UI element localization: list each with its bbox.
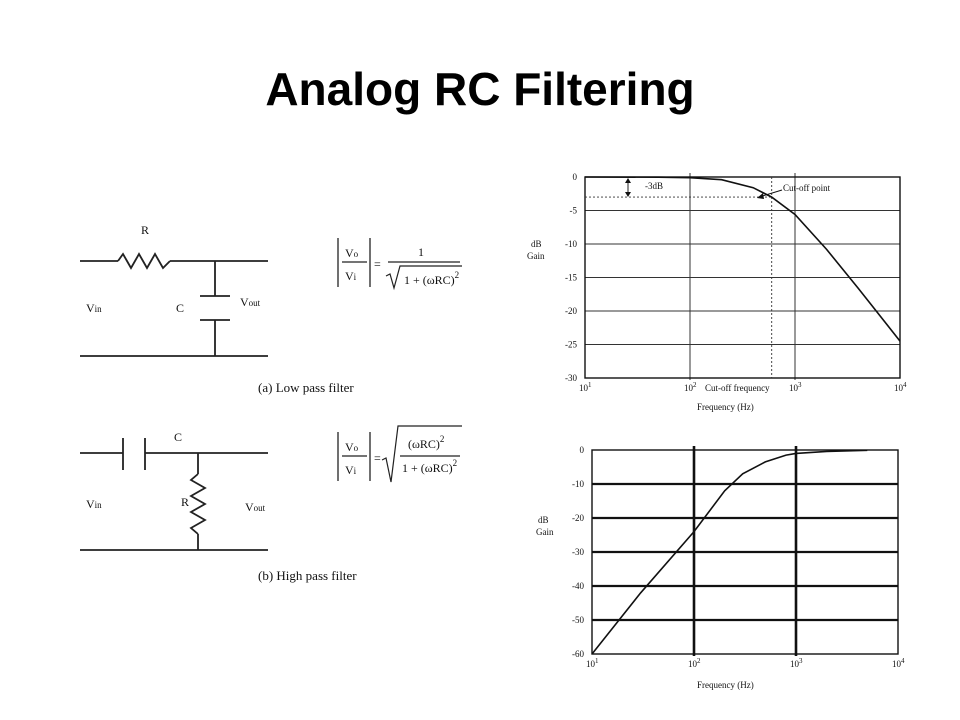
low-pass-circuit: R C Vin Vout (a) Low pass filter Vo Vi =… — [80, 223, 462, 395]
svg-text:1: 1 — [418, 245, 424, 259]
hp-xtick-label: 101 — [586, 657, 599, 669]
hp-y-ticks: 0 -10 -20 -30 -40 -50 -60 — [572, 445, 585, 659]
lp-ylabel-1: dB — [531, 239, 542, 249]
hp-r-label: R — [181, 495, 189, 509]
resistor-symbol — [117, 252, 171, 270]
hp-xtick-label: 104 — [892, 657, 905, 669]
lp-cutoff-point-label: Cut-off point — [783, 183, 831, 193]
hp-ytick-label: -60 — [572, 649, 584, 659]
lp-caption: (a) Low pass filter — [258, 380, 354, 395]
resistor-symbol-vertical — [189, 473, 207, 535]
lp-r-label: R — [141, 223, 149, 237]
hp-vin-label: Vin — [86, 497, 102, 511]
lp-c-label: C — [176, 301, 184, 315]
lp-ytick-label: -20 — [565, 306, 577, 316]
hp-ytick-label: 0 — [580, 445, 585, 455]
hp-response-curve — [591, 449, 868, 655]
hp-ytick-label: -40 — [572, 581, 584, 591]
lp-formula: Vo Vi = 1 1 + (ωRC)2 — [337, 238, 462, 291]
hp-ytick-label: -10 — [572, 479, 584, 489]
lp-y-ticks: 0 -5 -10 -15 -20 -25 -30 — [565, 172, 578, 383]
hp-grid — [592, 446, 898, 656]
hp-vout-label: Vout — [245, 500, 266, 514]
lp-plot-frame — [584, 176, 901, 379]
svg-text:1 + (ωRC)2: 1 + (ωRC)2 — [402, 458, 457, 475]
lp-ytick-label: -25 — [565, 340, 577, 350]
lp-ylabel-2: Gain — [527, 251, 545, 261]
high-pass-circuit: C R Vin Vout (b) High pass filter Vo Vi … — [80, 425, 462, 583]
hp-c-label: C — [174, 430, 182, 444]
svg-text:1 + (ωRC)2: 1 + (ωRC)2 — [404, 270, 459, 287]
hp-ylabel-1: dB — [538, 515, 549, 525]
svg-text:Vo: Vo — [345, 440, 359, 454]
lp-3db-arrowheads — [625, 178, 631, 197]
hp-ytick-label: -20 — [572, 513, 584, 523]
lp-ytick-label: 0 — [573, 172, 578, 182]
lp-xlabel: Frequency (Hz) — [697, 402, 754, 412]
lp-cutoff-guides — [585, 177, 773, 378]
lp-ytick-label: -5 — [570, 206, 578, 216]
hp-caption: (b) High pass filter — [258, 568, 357, 583]
lp-grid — [585, 173, 900, 380]
hp-xlabel: Frequency (Hz) — [697, 680, 754, 690]
hp-ylabel-2: Gain — [536, 527, 554, 537]
svg-text:(ωRC)2: (ωRC)2 — [408, 434, 444, 451]
hp-x-ticks: 101 102 103 104 — [586, 657, 905, 669]
svg-text:Vi: Vi — [345, 463, 357, 477]
hp-formula: Vo Vi = (ωRC)2 1 + (ωRC)2 — [337, 425, 462, 483]
hp-plot-frame — [591, 449, 899, 655]
lp-response-curve — [584, 176, 901, 342]
lp-vout-label: Vout — [240, 295, 261, 309]
lp-cutoff-freq-label: Cut-off frequency — [705, 383, 770, 393]
svg-text:Vo: Vo — [345, 246, 359, 260]
hp-ytick-label: -50 — [572, 615, 584, 625]
lp-minus3db-label: -3dB — [645, 181, 663, 191]
hp-ytick-label: -30 — [572, 547, 584, 557]
lp-ytick-label: -15 — [565, 273, 577, 283]
svg-text:Vi: Vi — [345, 269, 357, 283]
lp-ytick-label: -30 — [565, 373, 577, 383]
lp-cutoff-pointer-head — [757, 193, 764, 199]
svg-text:=: = — [374, 451, 381, 465]
hp-xtick-label: 103 — [790, 657, 803, 669]
hp-xtick-label: 102 — [688, 657, 701, 669]
page-title: Analog RC Filtering — [265, 63, 695, 115]
lp-vin-label: Vin — [86, 301, 102, 315]
svg-text:=: = — [374, 257, 381, 271]
lp-ytick-label: -10 — [565, 239, 577, 249]
